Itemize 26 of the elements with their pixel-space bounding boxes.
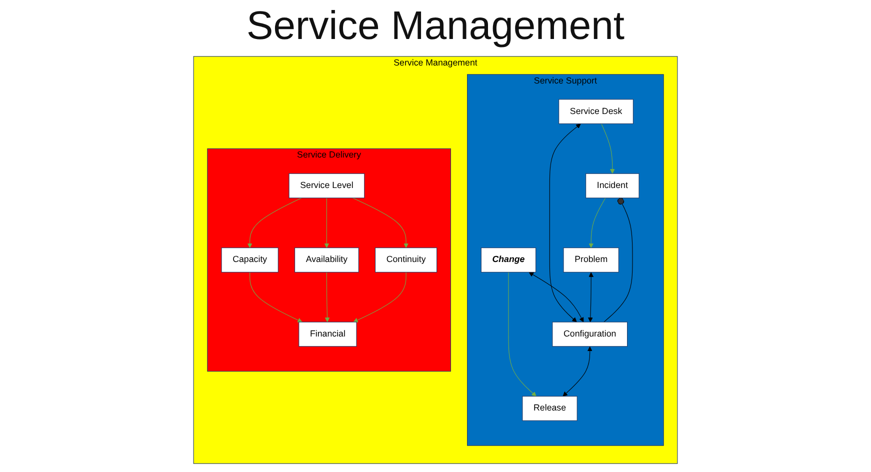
arrow bbox=[508, 272, 536, 396]
arrow bbox=[528, 272, 584, 322]
node-box: Financial bbox=[298, 322, 357, 347]
arrow bbox=[250, 272, 302, 322]
arrow bbox=[352, 198, 408, 248]
connector bbox=[604, 198, 633, 322]
arrow bbox=[588, 272, 594, 322]
node-box: Incident bbox=[586, 173, 640, 198]
arrow bbox=[588, 198, 606, 248]
node-box: Configuration bbox=[552, 322, 628, 347]
arrow bbox=[601, 123, 615, 174]
node-box: Availability bbox=[294, 248, 359, 272]
node-box: Service Level bbox=[288, 173, 365, 198]
arrow bbox=[324, 272, 330, 322]
diagram-title: Service Management bbox=[246, 3, 626, 50]
node-box: Service Desk bbox=[558, 99, 634, 124]
node-box: Capacity bbox=[221, 248, 278, 272]
node-box: Release bbox=[522, 396, 578, 421]
arrow bbox=[562, 346, 592, 396]
node-box: Change bbox=[480, 248, 536, 272]
arrow bbox=[247, 198, 302, 248]
node-box: Problem bbox=[563, 248, 619, 272]
node-box: Continuity bbox=[374, 248, 438, 272]
arrow bbox=[324, 198, 330, 248]
arrow bbox=[549, 124, 581, 322]
arrow bbox=[353, 272, 406, 322]
